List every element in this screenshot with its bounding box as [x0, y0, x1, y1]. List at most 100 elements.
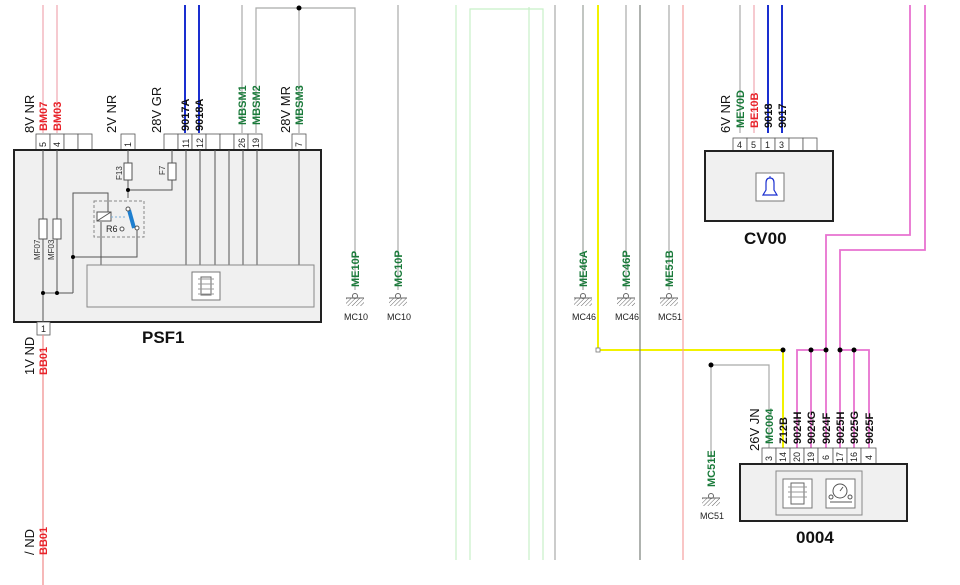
pin-label: 4: [52, 142, 62, 147]
pin-label: 12: [195, 138, 205, 148]
pin-label: 3: [764, 456, 774, 461]
pin-label: 1: [41, 324, 46, 334]
ground-label-mc10: MC10: [344, 312, 368, 322]
wire-mbsm2[interactable]: [255, 7, 356, 290]
wire-label-9024f: 9024F: [821, 413, 833, 444]
wire-label-mc10p: MC10P: [393, 250, 405, 287]
cv00-connector-label: 6V NR: [718, 95, 733, 133]
chip-icon: [782, 478, 813, 509]
wire-label-be10b: BE10B: [749, 92, 761, 128]
psf1-connector-label-3: 28V GR: [149, 87, 164, 133]
wire-label-me46a: ME46A: [578, 250, 590, 287]
wire-magenta-2[interactable]: [839, 5, 926, 350]
wire-label-mbsm2: MBSM2: [251, 85, 263, 125]
psf1-bottom-connector-label: 1V ND: [22, 337, 37, 375]
pin-label: 3: [779, 140, 784, 150]
relay-label-r6: R6: [106, 224, 118, 234]
pin-label: 26: [237, 138, 247, 148]
wire-label-bb01: BB01: [38, 347, 50, 375]
fuse-label-mf07: MF07: [33, 239, 42, 260]
ground-label-mc51: MC51: [700, 511, 724, 521]
wire-label-mc51e: MC51E: [706, 450, 718, 487]
wire-label-9018a: 9018A: [194, 99, 206, 131]
psf1-connector-28v-gr[interactable]: 11 12 26 19: [163, 133, 263, 151]
pin-label: 7: [294, 142, 304, 147]
wire-label-mbsm3: MBSM3: [294, 85, 306, 125]
junction-dot: [708, 362, 714, 368]
fuse-mf07: [38, 218, 48, 240]
junction-dot: [780, 347, 786, 353]
fuse-label-f7: F7: [158, 165, 167, 175]
wire-label-bm03: BM03: [52, 102, 64, 131]
wire-terminal: [595, 347, 601, 353]
pin-label: 1: [765, 140, 770, 150]
chip-icon: [191, 271, 221, 301]
wire-label-9017a: 9017A: [180, 99, 192, 131]
wire-label-mev0d: MEV0D: [735, 90, 747, 128]
pin-label: 5: [38, 142, 48, 147]
fuse-f13: [123, 162, 133, 181]
pin-label: 19: [806, 452, 816, 462]
wire-label-z12b: Z12B: [778, 417, 790, 444]
pin-label: 5: [751, 140, 756, 150]
ground-label-mc51: MC51: [658, 312, 682, 322]
wire-label-9025f: 9025F: [864, 413, 876, 444]
junction-dot: [823, 347, 829, 353]
wire-magenta-1[interactable]: [825, 5, 911, 350]
pin-label: 16: [849, 452, 859, 462]
bottom-left-connector-label: / ND: [22, 529, 37, 555]
junction-dot: [41, 291, 45, 295]
wire-label-me10p: ME10P: [350, 251, 362, 287]
psf1-title: PSF1: [142, 328, 185, 347]
relay-coil-diagonal: [96, 211, 112, 222]
ground-symbol: [660, 293, 678, 306]
c0004-connector-label: 26V JN: [747, 408, 762, 451]
cv00-connector[interactable]: 4 5 1 3: [732, 137, 818, 152]
pin-label: 14: [778, 452, 788, 462]
psf1-connector-label-1: 8V NR: [22, 95, 37, 133]
relay-terminal: [125, 206, 131, 212]
wire-label-9024h: 9024H: [792, 412, 804, 444]
pin-label: 6: [821, 455, 831, 460]
psf1-connector-28v-mr[interactable]: 7: [291, 133, 307, 151]
wire-magenta-bus-2[interactable]: [840, 349, 870, 448]
ground-symbol: [389, 293, 407, 306]
pin-label: 19: [251, 138, 261, 148]
junction-dot: [808, 347, 814, 353]
ground-symbol: [346, 293, 364, 306]
cv00-title: CV00: [744, 229, 787, 248]
wire-label-mc46p: MC46P: [621, 250, 633, 287]
wire-mc004[interactable]: [710, 364, 770, 462]
wire-label-9017: 9017: [777, 104, 789, 128]
wire-label-mc004: MC004: [764, 408, 776, 444]
ground-symbol: [574, 293, 592, 306]
fuse-f7: [167, 162, 177, 181]
ground-label-mc46: MC46: [615, 312, 639, 322]
wire-lightgreen-2[interactable]: [469, 8, 544, 560]
wire-label-me51b: ME51B: [664, 250, 676, 287]
pin-label: 11: [181, 139, 191, 148]
wire-z12b[interactable]: [597, 5, 784, 448]
c0004-connector[interactable]: 3 14 20 19 6 17 16 4: [761, 447, 877, 465]
ground-label-mc46: MC46: [572, 312, 596, 322]
gauge-icon: [825, 478, 856, 509]
junction-dot: [296, 5, 302, 11]
wire-label-9025g: 9025G: [849, 411, 861, 444]
psf1-connector-2v[interactable]: 1: [120, 133, 136, 151]
wire-label-bb01-bottom: BB01: [38, 527, 50, 555]
pin-label: 20: [792, 452, 802, 462]
pin-label: 1: [123, 142, 133, 147]
wire-magenta-bus-1[interactable]: [796, 349, 826, 448]
pin-label: 4: [737, 140, 742, 150]
relay-switch-contact: [127, 209, 136, 229]
psf1-connector-label-4: 28V MR: [278, 86, 293, 133]
junction-dot: [851, 347, 857, 353]
psf1-connector-label-2: 2V NR: [104, 95, 119, 133]
relay-r6-boundary: [93, 200, 145, 238]
bell-icon: [755, 172, 785, 202]
relay-terminal: [134, 225, 140, 231]
fuse-label-f13: F13: [115, 166, 124, 180]
psf1-connector-8v[interactable]: 5 4: [35, 133, 93, 151]
junction-dot: [71, 255, 75, 259]
ground-symbol: [702, 493, 720, 506]
